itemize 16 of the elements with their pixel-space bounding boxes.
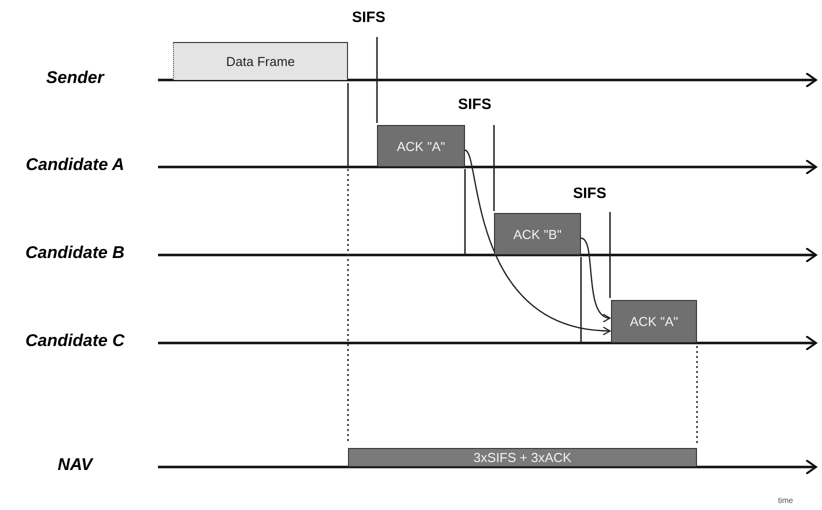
- curved-arrow: [580, 238, 611, 321]
- ack-block: ACK "A": [611, 300, 697, 343]
- curved-arrow: [464, 150, 611, 335]
- station-label: Sender: [46, 68, 104, 88]
- station-label: Candidate A: [26, 155, 124, 175]
- ack-block: ACK "B": [494, 213, 581, 255]
- station-label: Candidate C: [25, 331, 125, 351]
- interval-label: SIFS: [352, 9, 386, 26]
- interval-label: SIFS: [458, 96, 492, 113]
- interval-label: SIFS: [573, 185, 606, 202]
- station-label: Candidate B: [25, 243, 125, 263]
- nav-block: 3xSIFS + 3xACK: [348, 448, 697, 467]
- axis-label: time: [778, 496, 794, 505]
- station-label: NAV: [58, 455, 92, 475]
- data-frame-block: Data Frame: [173, 42, 348, 80]
- ack-block: ACK "A": [377, 125, 465, 167]
